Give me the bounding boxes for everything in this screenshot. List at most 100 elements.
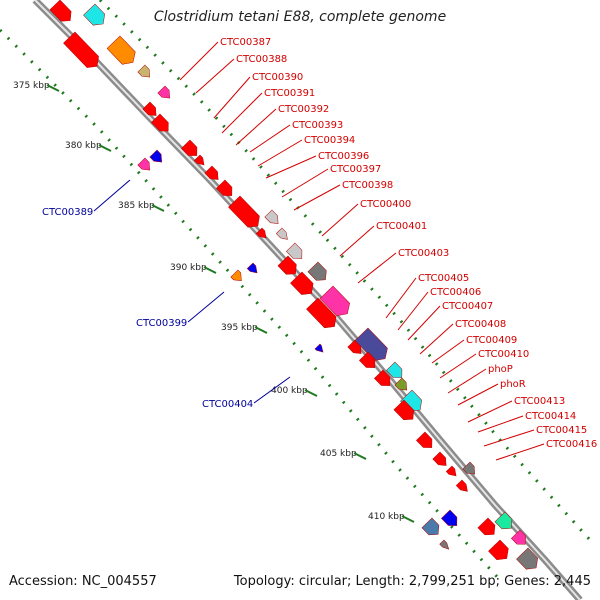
label-leader-line [321, 203, 359, 237]
gene-shape [511, 529, 526, 545]
gene-block [193, 154, 205, 166]
label-leader-line [407, 305, 441, 341]
outer-dotted-line [98, 0, 592, 542]
forward-gene-label: CTC00387 [220, 37, 271, 48]
label-leader-line [195, 58, 235, 94]
scale-tick-label: 375 kbp [13, 81, 50, 91]
gene-block [494, 511, 513, 530]
gene-block [142, 101, 157, 116]
gene-block [421, 517, 440, 536]
forward-gene-label: CTC00393 [292, 120, 343, 131]
label-leader-line [495, 443, 545, 461]
gene-shape [246, 262, 258, 274]
gene-block [151, 113, 169, 132]
forward-gene-label: CTC00415 [536, 425, 587, 436]
forward-gene-label: CTC00403 [398, 248, 449, 259]
gene-block [354, 327, 388, 361]
gene-shape [106, 35, 136, 65]
gene-shape [386, 361, 403, 378]
scale-tick-mark [401, 515, 415, 523]
forward-gene-label: CTC00388 [236, 54, 287, 65]
gene-shape [374, 369, 391, 386]
label-leader-line [249, 124, 291, 153]
gene-block [137, 64, 151, 78]
label-leader-line [419, 323, 454, 355]
genome-summary-text: Topology: circular; Length: 2,799,251 bp… [233, 574, 591, 589]
gene-block [314, 343, 324, 353]
forward-gene-label: CTC00416 [546, 439, 597, 450]
gene-block [228, 195, 260, 228]
reverse-gene-label: CTC00399 [136, 318, 187, 329]
label-leader-line [187, 291, 225, 323]
gene-shape [142, 101, 157, 116]
forward-gene-label: CTC00410 [478, 349, 529, 360]
reverse-gene-label: CTC00404 [202, 399, 253, 410]
forward-gene-label: CTC00398 [342, 180, 393, 191]
scale-tick-label: 400 kbp [271, 386, 308, 396]
gene-block [286, 242, 303, 259]
gene-shape [286, 242, 303, 259]
label-leader-line [477, 415, 524, 433]
scale-tick-mark [98, 144, 112, 152]
label-leader-line [397, 291, 429, 331]
label-leader-line [483, 429, 535, 447]
reverse-gene-label: CTC00389 [42, 207, 93, 218]
forward-gene-label: phoR [500, 379, 526, 390]
gene-shape [488, 539, 509, 561]
gene-block [83, 3, 105, 26]
gene-block [386, 361, 403, 378]
gene-block [516, 547, 538, 570]
gene-shape [275, 227, 288, 240]
gene-shape [516, 547, 538, 570]
gene-block [255, 227, 267, 239]
gene-shape [49, 0, 72, 22]
gene-block [275, 227, 288, 240]
label-leader-line [221, 92, 263, 134]
forward-gene-label: CTC00400 [360, 199, 411, 210]
gene-block [416, 431, 433, 448]
label-leader-line [265, 155, 317, 179]
gene-shape [204, 165, 219, 180]
forward-gene-label: CTC00391 [264, 88, 315, 99]
gene-shape [277, 255, 297, 275]
label-leader-line [447, 368, 487, 394]
gene-shape [477, 517, 496, 536]
label-leader-line [385, 277, 417, 319]
forward-gene-label: CTC00397 [330, 164, 381, 175]
gene-shape [439, 539, 450, 550]
gene-shape [314, 343, 324, 353]
forward-gene-label: CTC00409 [466, 335, 517, 346]
gene-block [374, 369, 391, 386]
label-leader-line [253, 376, 291, 404]
gene-block [137, 157, 151, 171]
label-leader-line [179, 41, 219, 81]
label-leader-line [339, 225, 375, 257]
gene-shape [416, 431, 433, 448]
gene-block [246, 262, 258, 274]
gene-block [307, 261, 327, 281]
forward-gene-label: CTC00394 [304, 135, 355, 146]
forward-gene-label: CTC00407 [442, 301, 493, 312]
gene-shape [354, 327, 388, 361]
label-leader-line [467, 400, 513, 423]
gene-block [445, 465, 457, 477]
gene-block [149, 149, 163, 163]
label-leader-line [235, 108, 277, 146]
gene-block [204, 165, 219, 180]
gene-shape [455, 479, 468, 492]
scale-tick-label: 395 kbp [221, 323, 258, 333]
label-leader-line [431, 339, 465, 364]
gene-block [181, 139, 198, 156]
forward-gene-label: CTC00390 [252, 72, 303, 83]
scale-tick-mark [304, 389, 318, 397]
label-leader-line [257, 139, 303, 167]
forward-gene-label: CTC00405 [418, 273, 469, 284]
gene-shape [393, 399, 414, 421]
gene-block [477, 517, 496, 536]
gene-shape [181, 139, 198, 156]
gene-block [157, 85, 171, 99]
label-leader-line [213, 76, 251, 119]
label-leader-line [439, 353, 477, 379]
gene-shape [359, 351, 376, 368]
